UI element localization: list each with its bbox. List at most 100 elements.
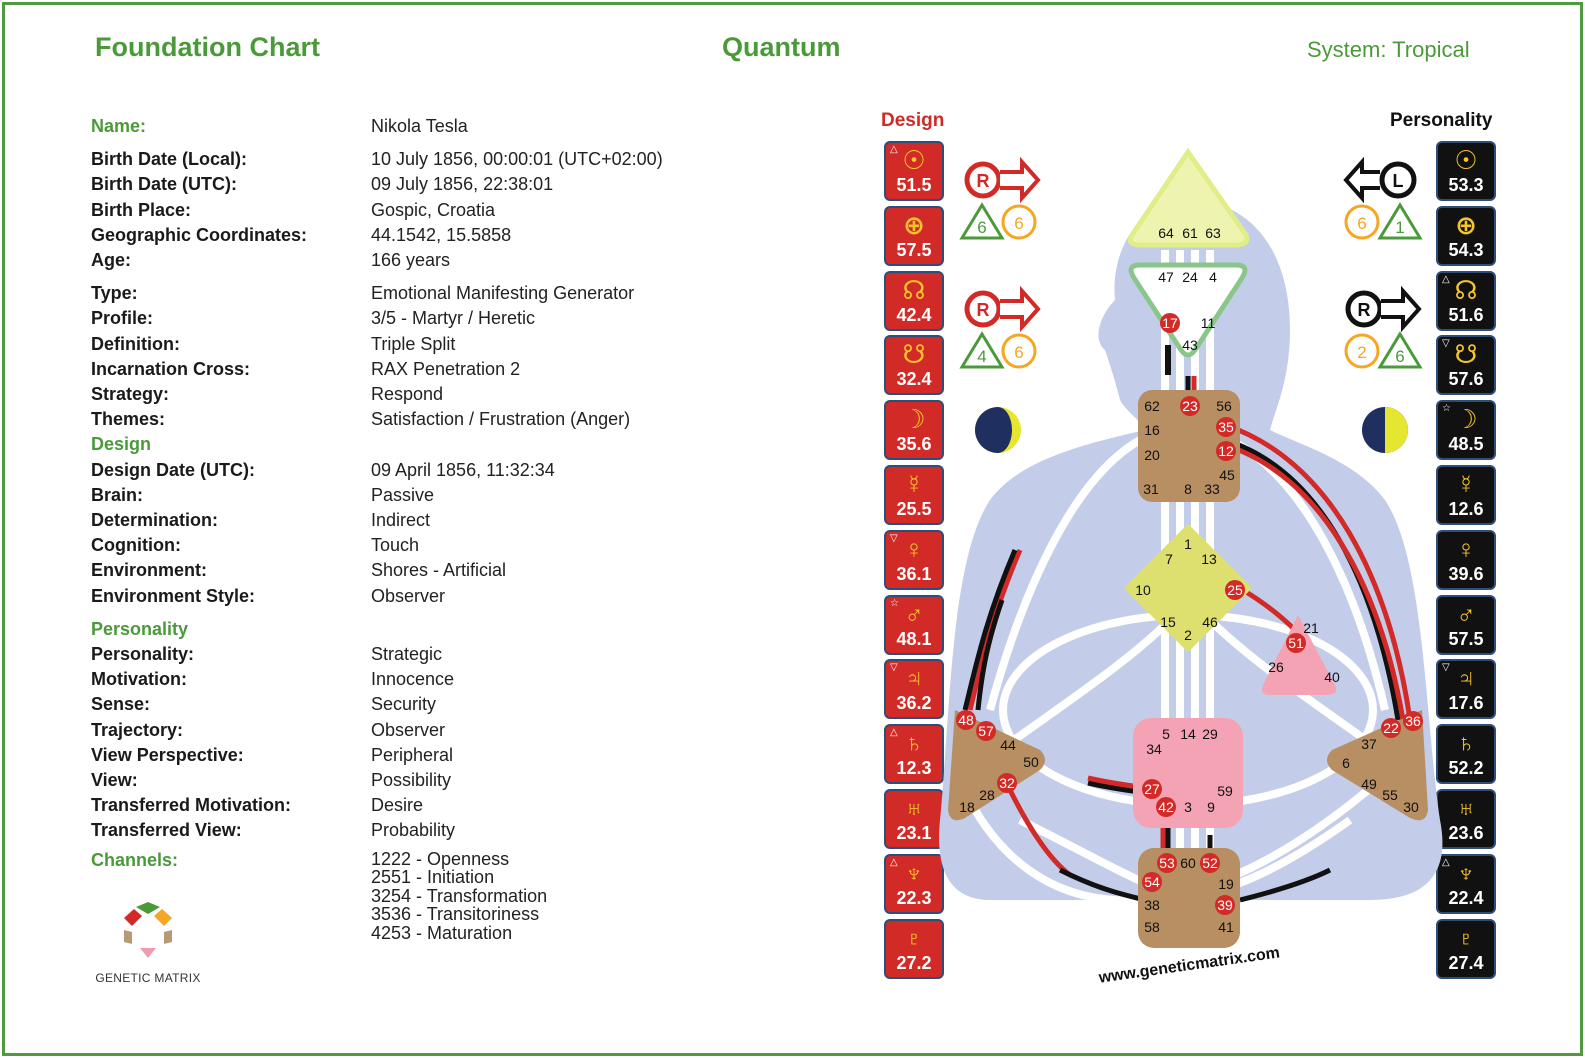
planet-marker: △ [1442,273,1450,285]
gate-number: 27 [1144,781,1160,797]
design-top-color: 6 [1014,214,1023,233]
planet-marker: ☆ [890,597,899,609]
root-center [1138,848,1240,948]
gate-number: 46 [1202,614,1218,630]
personality-moon-phase-icon [1362,407,1408,453]
birth-info-label: Birth Place: [91,199,192,220]
gate-number: 4 [1209,269,1217,285]
type-info-label: Profile: [91,308,154,329]
gate-number: 16 [1144,422,1160,438]
personality-planets-card: ▽♃17.6 [1436,659,1496,720]
planet-gate-line: 23.6 [1448,823,1484,843]
gate-number: 17 [1162,315,1178,331]
gate-number: 2 [1184,627,1192,643]
planet-symbol-icon: ☽ [1454,404,1478,435]
personality-info-value: Innocence [371,669,455,690]
personality-info-label: Transferred Motivation: [91,795,292,816]
planet-gate-line: 53.3 [1448,175,1484,195]
gate-number: 37 [1361,736,1377,752]
head-center [1127,147,1250,248]
gate-number: 13 [1201,551,1217,567]
planet-marker: ▽ [890,532,898,544]
planet-symbol-icon: ☋ [1454,339,1478,370]
type-info-value: RAX Penetration 2 [371,358,521,379]
planet-marker: ▽ [1442,338,1450,350]
gate-number: 55 [1382,787,1398,803]
design-info-label: Environment Style: [91,585,256,606]
design-info-row: Environment:Shores - Artificial [91,558,731,583]
birth-info-row: Geographic Coordinates:44.1542, 15.5858 [91,223,731,248]
gate-number: 34 [1146,741,1162,757]
active-gate-marker [1215,895,1235,915]
design-info-value: Touch [371,535,420,556]
gate-number: 48 [958,712,974,728]
birth-info-row: Birth Date (Local):10 July 1856, 00:00:0… [91,147,731,172]
personality-info-row: View:Possibility [91,768,731,793]
personality-info-row: Transferred Motivation: Desire [91,793,731,818]
active-gate-marker [1225,580,1245,600]
planet-symbol-icon: ♇ [1456,922,1476,953]
design-info-row: Design Date (UTC):09 April 1856, 11:32:3… [91,458,731,483]
gate-number: 44 [1000,737,1016,753]
type-info-row: Definition:Triple Split [91,332,731,357]
planet-gate-line: 22.3 [896,887,932,908]
channel-item: 4253 - Maturation [371,922,513,943]
planet-symbol-icon: ☋ [902,339,926,370]
gate-number: 60 [1180,855,1196,871]
design-planets-card: ☽35.6 [884,400,944,461]
personality-planets-card: ▽☋57.6 [1436,335,1496,396]
planet-gate-line: 27.4 [1448,952,1484,973]
planet-symbol-icon: ♂ [1456,598,1476,629]
active-channels [962,345,1413,903]
planet-gate-line: 12.6 [1448,499,1484,519]
personality-section-title: Personality [91,618,189,639]
personality-planets-card: ⊕54.3 [1436,205,1496,266]
design-info-value: Passive [371,484,435,505]
type-info-row: Strategy:Respond [91,382,731,407]
planet-marker: △ [1442,856,1450,868]
planet-marker: △ [890,727,898,739]
planet-gate-line: 52.2 [1448,758,1484,779]
gate-number: 23 [1182,398,1198,414]
planet-symbol-icon: ♃ [1456,663,1476,694]
pers-mid-tone: 6 [1395,347,1404,366]
personality-planets-card: ♅23.6 [1436,789,1496,849]
channel-item: 1222 - Openness [371,848,510,869]
personality-info-value: Desire [371,795,424,816]
personality-planets-card: ♀39.6 [1436,529,1496,590]
pers-top-tones: 6 1 [1344,202,1423,240]
gate-number: 63 [1205,225,1221,241]
design-column-title: Design [881,110,945,131]
personality-info-row: Personality:Strategic [91,642,731,667]
ego-center [1262,615,1337,695]
planet-gate-line: 51.6 [1448,304,1484,325]
personality-info-row: Trajectory:Observer [91,718,731,743]
planet-symbol-icon: ♆ [1456,857,1476,888]
personality-info-value: Observer [371,719,446,740]
type-info-label: Strategy: [91,384,170,405]
channel-item: 3536 - Transitoriness [371,904,540,925]
planet-gate-line: 57.5 [1448,628,1484,649]
gate-number: 15 [1160,614,1176,630]
pers-mid-color: 2 [1357,343,1366,362]
active-gate-marker [1142,872,1162,892]
design-mid-arrow: R [964,285,1041,333]
gate-number: 38 [1144,897,1160,913]
planet-gate-line: 48.1 [896,628,932,649]
type-info-row: Themes:Satisfaction / Frustration (Anger… [91,407,731,432]
gate-number: 30 [1403,799,1419,815]
birth-info-row: Age:166 years [91,248,731,273]
personality-planets-card: ☆☽48.5 [1436,400,1496,461]
gate-number: 51 [1288,635,1304,651]
gate-number: 26 [1268,659,1284,675]
gate-number: 18 [959,799,975,815]
design-info-group: Design Date (UTC):09 April 1856, 11:32:3… [91,458,731,609]
planet-symbol-icon: ♃ [904,663,924,694]
active-gate-marker [1381,718,1401,738]
planet-gate-line: 48.5 [1448,434,1484,455]
design-moon-phase-icon [975,407,1021,453]
gate-number: 28 [979,787,995,803]
birth-info-label: Age: [91,250,131,271]
